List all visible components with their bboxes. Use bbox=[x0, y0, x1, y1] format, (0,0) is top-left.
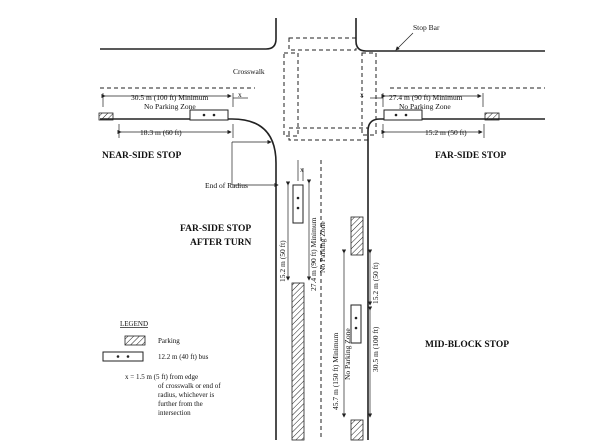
after-turn-parking bbox=[291, 282, 305, 441]
far-side-stop-group: 27.4 m (90 ft) Minimum No Parking Zone x… bbox=[360, 90, 506, 161]
mid-block-parking-top bbox=[350, 216, 364, 256]
after-turn-title-line2: AFTER TURN bbox=[190, 238, 251, 248]
end-of-radius-label: End of Radius bbox=[205, 181, 248, 190]
mid-block-stop-title: MID-BLOCK STOP bbox=[425, 340, 509, 350]
mid-block-zone-label: No Parking Zone bbox=[343, 328, 352, 380]
far-side-bus bbox=[383, 109, 423, 121]
end-of-radius-group: End of Radius bbox=[205, 139, 279, 190]
stop-bar-arrow bbox=[395, 32, 414, 51]
mid-block-top-length-label: 15.2 m (50 ft) bbox=[371, 262, 380, 304]
far-side-after-turn-group: x FAR-SIDE STOP AFTER TURN 15.2 m (50 ft… bbox=[180, 160, 327, 441]
legend-x-line2: of crosswalk or end of bbox=[158, 382, 221, 390]
after-turn-min-label: 27.4 m (90 ft) Minimum bbox=[309, 217, 318, 291]
near-side-min-label: 30.5 m (100 ft) Minimum bbox=[131, 93, 208, 102]
mid-block-bus bbox=[350, 304, 362, 344]
mid-block-bottom-length-label: 30.5 m (100 ft) bbox=[371, 326, 380, 372]
near-side-bus-length-label: 18.3 m (60 ft) bbox=[140, 128, 182, 137]
near-side-parking bbox=[98, 112, 114, 121]
mid-block-stop-group: 45.7 m (150 ft) Minimum No Parking Zone … bbox=[331, 216, 509, 441]
legend-x-line4: further from the bbox=[158, 400, 203, 408]
stop-bar-label: Stop Bar bbox=[413, 23, 440, 32]
far-side-zone-label: No Parking Zone bbox=[399, 102, 451, 111]
crosswalk-label: Crosswalk bbox=[233, 67, 265, 76]
after-turn-bus bbox=[292, 184, 304, 224]
mid-block-parking-bottom bbox=[350, 419, 364, 441]
far-side-min-label: 27.4 m (90 ft) Minimum bbox=[389, 93, 463, 102]
far-side-stop-title: FAR-SIDE STOP bbox=[435, 151, 506, 161]
near-side-x-label: x bbox=[238, 90, 242, 99]
legend-bus-swatch bbox=[102, 351, 144, 362]
mid-block-min-label: 45.7 m (150 ft) Minimum bbox=[331, 333, 340, 410]
legend: LEGEND Parking 12.2 m (40 ft) bus x = 1.… bbox=[102, 320, 221, 417]
near-side-bus bbox=[189, 109, 229, 121]
near-side-stop-title: NEAR-SIDE STOP bbox=[102, 151, 181, 161]
legend-title: LEGEND bbox=[120, 320, 148, 328]
after-turn-x-label: x bbox=[300, 165, 304, 174]
legend-x-line1: x = 1.5 m (5 ft) from edge bbox=[125, 373, 198, 381]
legend-parking-label: Parking bbox=[158, 337, 180, 345]
after-turn-bus-length-label: 15.2 m (50 ft) bbox=[278, 240, 287, 282]
far-side-parking bbox=[484, 112, 500, 121]
legend-bus-label: 12.2 m (40 ft) bus bbox=[158, 353, 209, 361]
crosswalks bbox=[283, 37, 377, 141]
centerlines bbox=[100, 87, 545, 440]
after-turn-zone-label: No Parking Zone bbox=[318, 221, 327, 273]
legend-x-line5: intersection bbox=[158, 409, 191, 417]
far-side-bus-length-label: 15.2 m (50 ft) bbox=[425, 128, 467, 137]
after-turn-title-line1: FAR-SIDE STOP bbox=[180, 224, 251, 234]
near-side-zone-label: No Parking Zone bbox=[144, 102, 196, 111]
legend-parking-swatch bbox=[124, 335, 146, 346]
near-side-stop-group: 30.5 m (100 ft) Minimum No Parking Zone … bbox=[98, 90, 248, 161]
far-side-x-label: x bbox=[360, 90, 364, 99]
legend-x-line3: radius, whichever is bbox=[158, 391, 214, 399]
